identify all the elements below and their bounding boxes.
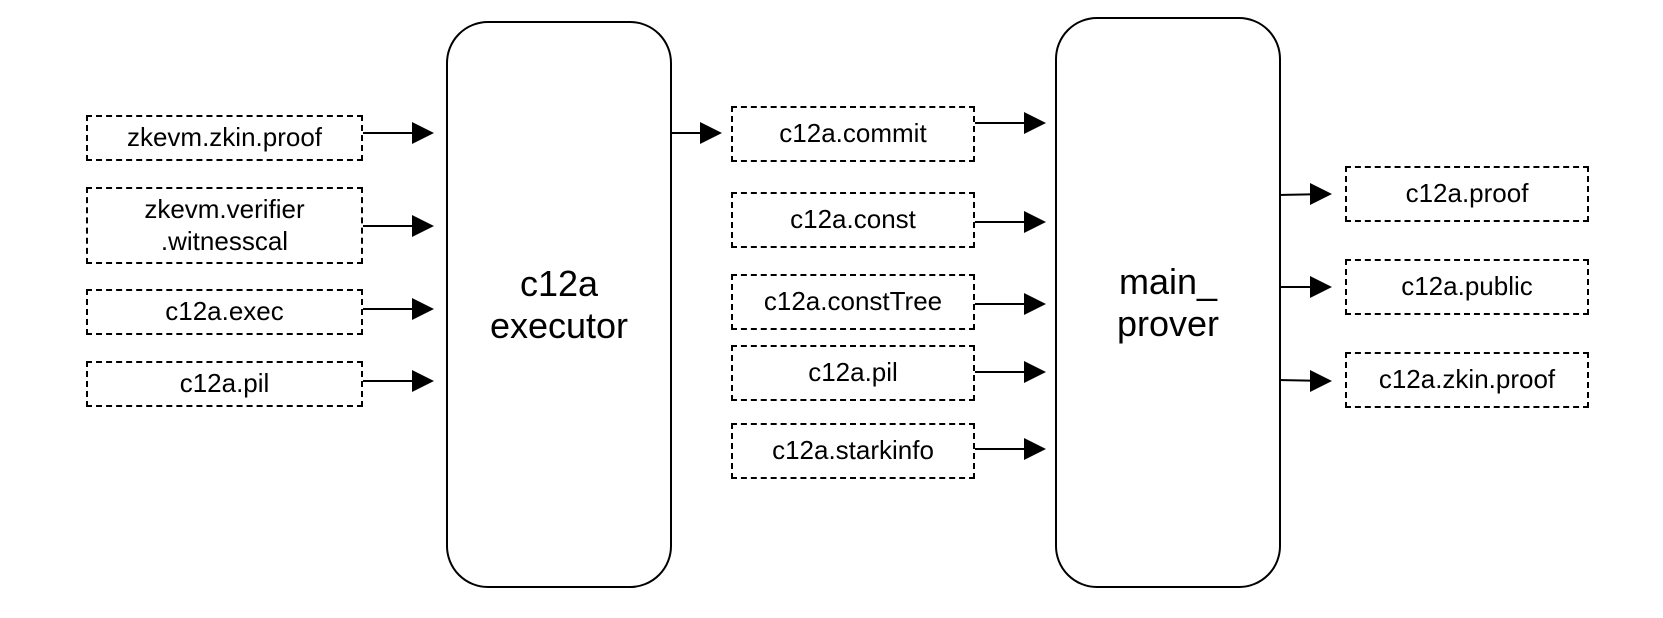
- output-file-label: c12a.zkin.proof: [1378, 364, 1556, 395]
- arrowhead: [412, 298, 434, 320]
- arrowhead: [412, 215, 434, 237]
- input-file-label-line1: zkevm.verifier: [144, 194, 305, 225]
- input-arrows: [362, 122, 434, 392]
- arrowhead: [412, 122, 434, 144]
- intermediate-file-pil: c12a.pil: [731, 345, 975, 401]
- arrowhead: [1024, 112, 1046, 134]
- intermediate-file-label: c12a.pil: [808, 357, 898, 388]
- executor-output-arrow: [670, 122, 722, 144]
- arrowhead: [1024, 211, 1046, 233]
- arrowhead: [1310, 370, 1332, 392]
- arrowhead: [1310, 183, 1332, 205]
- intermediate-arrows: [972, 112, 1046, 460]
- process-main-prover: main_ prover: [1055, 17, 1281, 588]
- intermediate-file-label: c12a.const: [790, 204, 916, 235]
- arrowhead: [700, 122, 722, 144]
- intermediate-file-const-tree: c12a.constTree: [731, 274, 975, 330]
- output-file-label: c12a.proof: [1405, 178, 1529, 209]
- intermediate-file-commit: c12a.commit: [731, 106, 975, 162]
- intermediate-file-starkinfo: c12a.starkinfo: [731, 423, 975, 479]
- process-label-line2: executor: [489, 304, 629, 346]
- input-file-zkin-proof: zkevm.zkin.proof: [86, 115, 363, 161]
- input-file-label: c12a.pil: [179, 368, 270, 399]
- output-file-proof: c12a.proof: [1345, 166, 1589, 222]
- intermediate-file-label: c12a.constTree: [763, 286, 943, 317]
- input-file-pil: c12a.pil: [86, 361, 363, 407]
- input-file-label-line2: .witnesscal: [160, 225, 289, 256]
- output-file-label: c12a.public: [1401, 271, 1533, 302]
- output-arrows: [1277, 183, 1332, 392]
- arrowhead: [412, 370, 434, 392]
- process-label-line1: c12a: [519, 263, 599, 305]
- intermediate-file-label: c12a.commit: [779, 118, 927, 149]
- arrowhead: [1024, 438, 1046, 460]
- output-file-zkin-proof: c12a.zkin.proof: [1345, 352, 1589, 408]
- arrowhead: [1024, 361, 1046, 383]
- input-file-label: c12a.exec: [165, 296, 284, 327]
- process-c12a-executor: c12a executor: [446, 21, 672, 588]
- input-file-verifier-witnesscal: zkevm.verifier .witnesscal: [86, 187, 363, 264]
- input-file-label: zkevm.zkin.proof: [126, 122, 323, 153]
- arrowhead: [1310, 276, 1332, 298]
- input-file-exec: c12a.exec: [86, 289, 363, 335]
- process-label-line1: main_: [1118, 261, 1218, 303]
- output-file-public: c12a.public: [1345, 259, 1589, 315]
- process-label-line2: prover: [1116, 302, 1220, 344]
- intermediate-file-label: c12a.starkinfo: [772, 435, 934, 466]
- intermediate-file-const: c12a.const: [731, 192, 975, 248]
- arrowhead: [1024, 293, 1046, 315]
